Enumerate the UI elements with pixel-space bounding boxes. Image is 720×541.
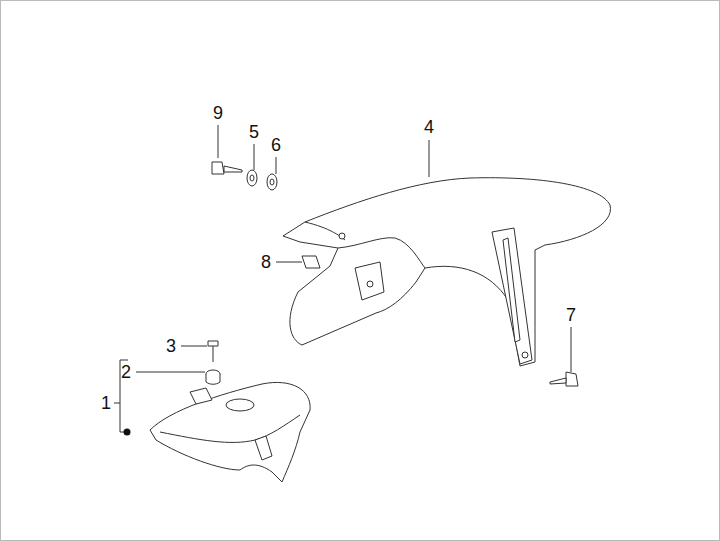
callout-number: 8 xyxy=(261,252,271,272)
callout-number: 9 xyxy=(213,103,223,123)
undertray xyxy=(150,382,310,482)
assembly-dot xyxy=(124,429,131,436)
callout-number: 1 xyxy=(101,393,111,413)
callout-number: 7 xyxy=(566,305,576,325)
callout-number: 2 xyxy=(121,362,131,382)
callout-number: 3 xyxy=(166,336,176,356)
callout-number: 5 xyxy=(249,122,259,142)
callout-number: 6 xyxy=(271,135,281,155)
fasteners xyxy=(206,162,578,386)
fender xyxy=(283,178,610,366)
callout-number: 4 xyxy=(424,117,434,137)
